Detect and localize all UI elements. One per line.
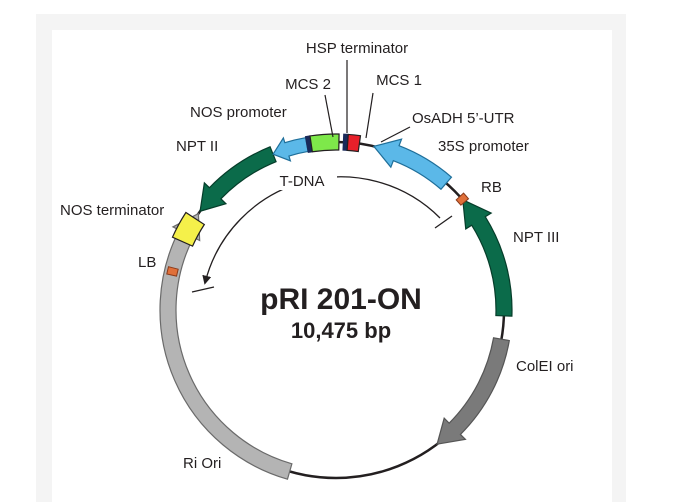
mcs2-label: MCS 2 (285, 76, 331, 93)
pointer-osadh (380, 126, 411, 143)
hsp-terminator-label: HSP terminator (306, 40, 408, 57)
map-card (52, 30, 612, 502)
ri-ori-label: Ri Ori (183, 455, 221, 472)
mcs1-label: MCS 1 (376, 72, 422, 89)
npt2-arrow (199, 146, 277, 213)
35s-promoter-arrow (372, 138, 453, 191)
tdna-label: T-DNA (280, 173, 325, 190)
osadh-utr-box (346, 133, 362, 153)
pointer-mcs2 (324, 94, 334, 138)
nos-promoter-arrow (272, 136, 309, 162)
ri-ori-arrow (159, 212, 293, 480)
npt3-label: NPT III (513, 229, 559, 246)
plasmid-name: pRI 201-ON (260, 283, 422, 316)
rb-border (455, 192, 470, 206)
nos-terminator-box (171, 211, 206, 247)
lb-border (166, 266, 179, 277)
colei-ori-label: ColEI ori (516, 358, 574, 375)
hsp-terminator-box (309, 133, 340, 153)
rb-label: RB (481, 179, 502, 196)
colei-ori-arrow (436, 337, 511, 445)
lb-label: LB (138, 254, 156, 271)
tdna-arc (202, 176, 441, 285)
npt2-label: NPT II (176, 138, 218, 155)
35s-promoter-label: 35S promoter (438, 138, 529, 155)
osadh-utr-label: OsADH 5’-UTR (412, 110, 515, 127)
nos-promoter-label: NOS promoter (190, 104, 287, 121)
tdna-rb-tick (434, 215, 453, 229)
tdna-label-bg (267, 170, 337, 190)
tdna-lb-tick (191, 286, 215, 293)
plasmid-size: 10,475 bp (291, 318, 391, 343)
npt3-arrow (462, 198, 513, 317)
pointer-mcs1 (365, 92, 374, 139)
nos-terminator-label: NOS terminator (60, 202, 164, 219)
